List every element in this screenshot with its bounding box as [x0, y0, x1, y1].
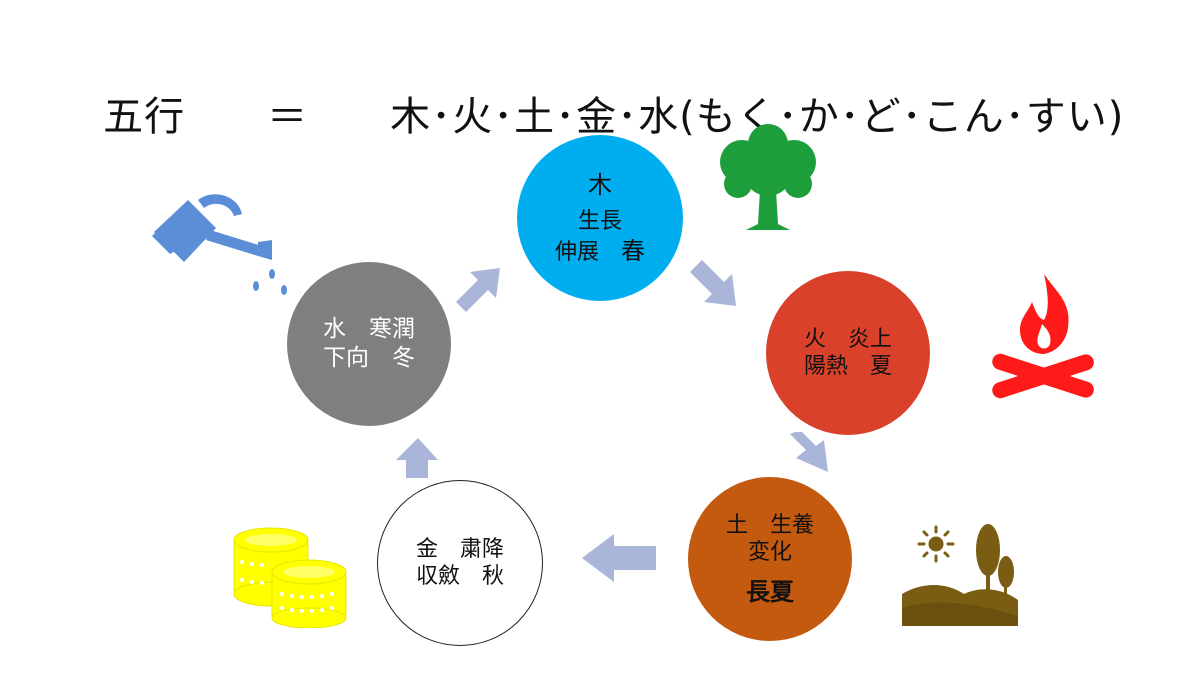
arrow-earth-to-metal — [582, 534, 656, 582]
arrow-metal-to-water — [396, 438, 438, 478]
fire-line2: 陽熱 — [803, 354, 870, 379]
wood-line1: 生長 — [577, 209, 622, 234]
fire-line1: 火 炎上 — [803, 326, 892, 352]
campfire-icon — [992, 274, 1094, 399]
metal-node: 金 粛降 収斂 秋 — [377, 480, 543, 646]
wood-name: 木 — [588, 171, 612, 199]
landscape-sun-icon — [902, 524, 1018, 626]
fire-season: 夏 — [870, 354, 893, 379]
earth-node: 土 生養 変化 長夏 — [688, 477, 852, 641]
earth-line2: 変化 — [747, 540, 792, 565]
water-line1: 水 寒潤 — [323, 316, 415, 343]
fire-node: 火 炎上 陽熱 夏 — [766, 271, 930, 435]
water-node: 水 寒潤 下向 冬 — [287, 262, 451, 426]
page-title: 五行 ＝ 木･火･土･金･水(もく･か･ど･こん･すい) — [0, 38, 1200, 142]
arrow-water-to-wood — [456, 268, 500, 312]
water-line2: 下向 — [323, 345, 392, 371]
metal-line1: 金 粛降 — [415, 536, 504, 562]
coins-icon — [233, 527, 347, 628]
arrow-wood-to-fire — [690, 260, 736, 306]
earth-season: 長夏 — [746, 577, 794, 606]
metal-line2: 収斂 — [415, 564, 482, 589]
title-equals: ＝ — [267, 94, 309, 140]
arrow-fire-to-earth — [790, 432, 828, 472]
watering-can-icon — [152, 194, 287, 295]
wood-line2: 伸展 — [554, 239, 621, 265]
water-season: 冬 — [392, 345, 415, 371]
title-left: 五行 — [103, 94, 186, 140]
metal-season: 秋 — [482, 564, 505, 589]
earth-line1: 土 生養 — [725, 512, 814, 538]
tree-icon — [720, 124, 816, 230]
wood-season: 春 — [621, 236, 645, 265]
wood-node: 木 生長 伸展 春 — [517, 135, 683, 301]
